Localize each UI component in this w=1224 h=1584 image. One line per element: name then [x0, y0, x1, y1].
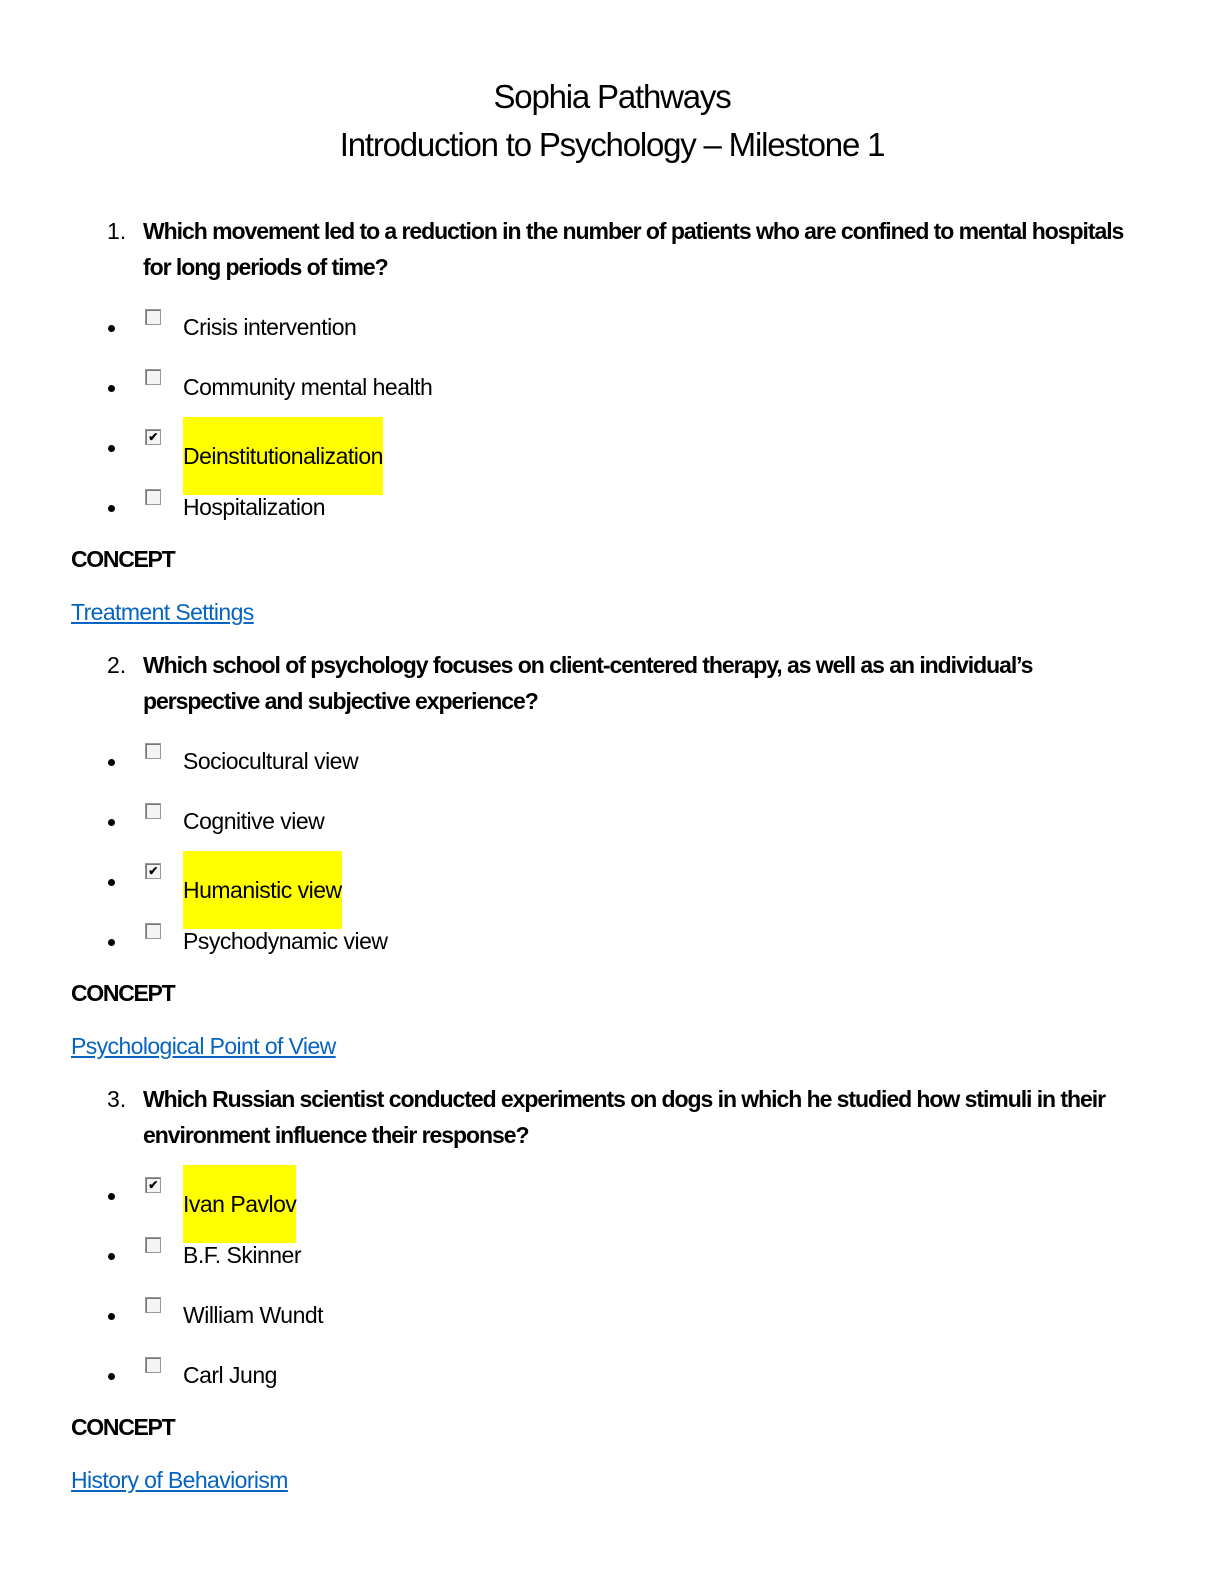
checkbox-icon[interactable]: [145, 369, 161, 385]
bullet-icon: [108, 939, 115, 946]
concept-label: CONCEPT: [71, 546, 176, 572]
answer-label: Psychodynamic view: [183, 928, 388, 954]
answer-label: Humanistic view: [183, 851, 342, 929]
checked-checkbox-icon[interactable]: ✔: [145, 1177, 161, 1193]
answer-option[interactable]: Community mental health: [0, 357, 1224, 417]
answer-option[interactable]: Carl Jung: [0, 1345, 1224, 1405]
answer-option[interactable]: B.F. Skinner: [0, 1225, 1224, 1285]
bullet-icon: [108, 505, 115, 512]
question-text: 1. Which movement led to a reduction in …: [107, 213, 1153, 285]
question-section: 3. Which Russian scientist conducted exp…: [0, 1081, 1224, 1515]
question-number: 3.: [107, 1086, 127, 1112]
bullet-icon: [108, 759, 115, 766]
bullet-icon: [108, 1373, 115, 1380]
question-text: 2. Which school of psychology focuses on…: [107, 647, 1153, 719]
checkbox-icon[interactable]: [145, 1297, 161, 1313]
answer-label: Crisis intervention: [183, 314, 357, 340]
question-prompt: Which movement led to a reduction in the…: [143, 218, 1124, 280]
answer-option[interactable]: ✔ Humanistic view: [0, 851, 1224, 929]
answer-label: Sociocultural view: [183, 748, 359, 774]
document-title: Sophia Pathways: [493, 78, 732, 115]
answer-label: Cognitive view: [183, 808, 325, 834]
answer-label: Carl Jung: [183, 1362, 277, 1388]
question-section: 1. Which movement led to a reduction in …: [0, 213, 1224, 647]
question-prompt: Which school of psychology focuses on cl…: [143, 652, 1033, 714]
concept-label: CONCEPT: [71, 980, 176, 1006]
answer-option[interactable]: ✔ Deinstitutionalization: [0, 417, 1224, 495]
question-number: 2.: [107, 652, 127, 678]
answer-option[interactable]: Psychodynamic view: [0, 911, 1224, 971]
checkbox-icon[interactable]: [145, 1237, 161, 1253]
answer-label: Community mental health: [183, 374, 433, 400]
bullet-icon: [108, 1253, 115, 1260]
checkbox-icon[interactable]: [145, 743, 161, 759]
answer-label: Deinstitutionalization: [183, 417, 383, 495]
answer-option[interactable]: Sociocultural view: [0, 731, 1224, 791]
answer-label: B.F. Skinner: [183, 1242, 302, 1268]
checkbox-icon[interactable]: [145, 1357, 161, 1373]
answer-option[interactable]: ✔ Ivan Pavlov: [0, 1165, 1224, 1243]
checkbox-icon[interactable]: [145, 309, 161, 325]
document-subtitle: Introduction to Psychology – Milestone 1: [339, 126, 886, 163]
checked-checkbox-icon[interactable]: ✔: [145, 863, 161, 879]
bullet-icon: [108, 1193, 115, 1200]
bullet-icon: [108, 385, 115, 392]
answer-options: Crisis intervention Community mental hea…: [0, 297, 1224, 537]
concept-link[interactable]: History of Behaviorism: [71, 1467, 288, 1493]
answer-label: Ivan Pavlov: [183, 1165, 297, 1243]
answer-option[interactable]: William Wundt: [0, 1285, 1224, 1345]
bullet-icon: [108, 1313, 115, 1320]
checkbox-icon[interactable]: [145, 489, 161, 505]
checked-checkbox-icon[interactable]: ✔: [145, 429, 161, 445]
answer-option[interactable]: Hospitalization: [0, 477, 1224, 537]
question-section: 2. Which school of psychology focuses on…: [0, 647, 1224, 1081]
answer-label: William Wundt: [183, 1302, 324, 1328]
concept-link[interactable]: Treatment Settings: [71, 599, 254, 625]
answer-label: Hospitalization: [183, 494, 326, 520]
bullet-icon: [108, 445, 115, 452]
question-list: 1. Which movement led to a reduction in …: [0, 213, 1224, 1515]
answer-options: Sociocultural view Cognitive view ✔ Huma…: [0, 731, 1224, 971]
answer-option[interactable]: Cognitive view: [0, 791, 1224, 851]
bullet-icon: [108, 879, 115, 886]
question-prompt: Which Russian scientist conducted experi…: [143, 1086, 1106, 1148]
answer-options: ✔ Ivan Pavlov B.F. Skinner William Wundt…: [0, 1165, 1224, 1405]
question-text: 3. Which Russian scientist conducted exp…: [107, 1081, 1153, 1153]
question-number: 1.: [107, 218, 127, 244]
checkbox-icon[interactable]: [145, 803, 161, 819]
concept-label: CONCEPT: [71, 1414, 176, 1440]
bullet-icon: [108, 325, 115, 332]
answer-option[interactable]: Crisis intervention: [0, 297, 1224, 357]
bullet-icon: [108, 819, 115, 826]
checkbox-icon[interactable]: [145, 923, 161, 939]
concept-link[interactable]: Psychological Point of View: [71, 1033, 336, 1059]
